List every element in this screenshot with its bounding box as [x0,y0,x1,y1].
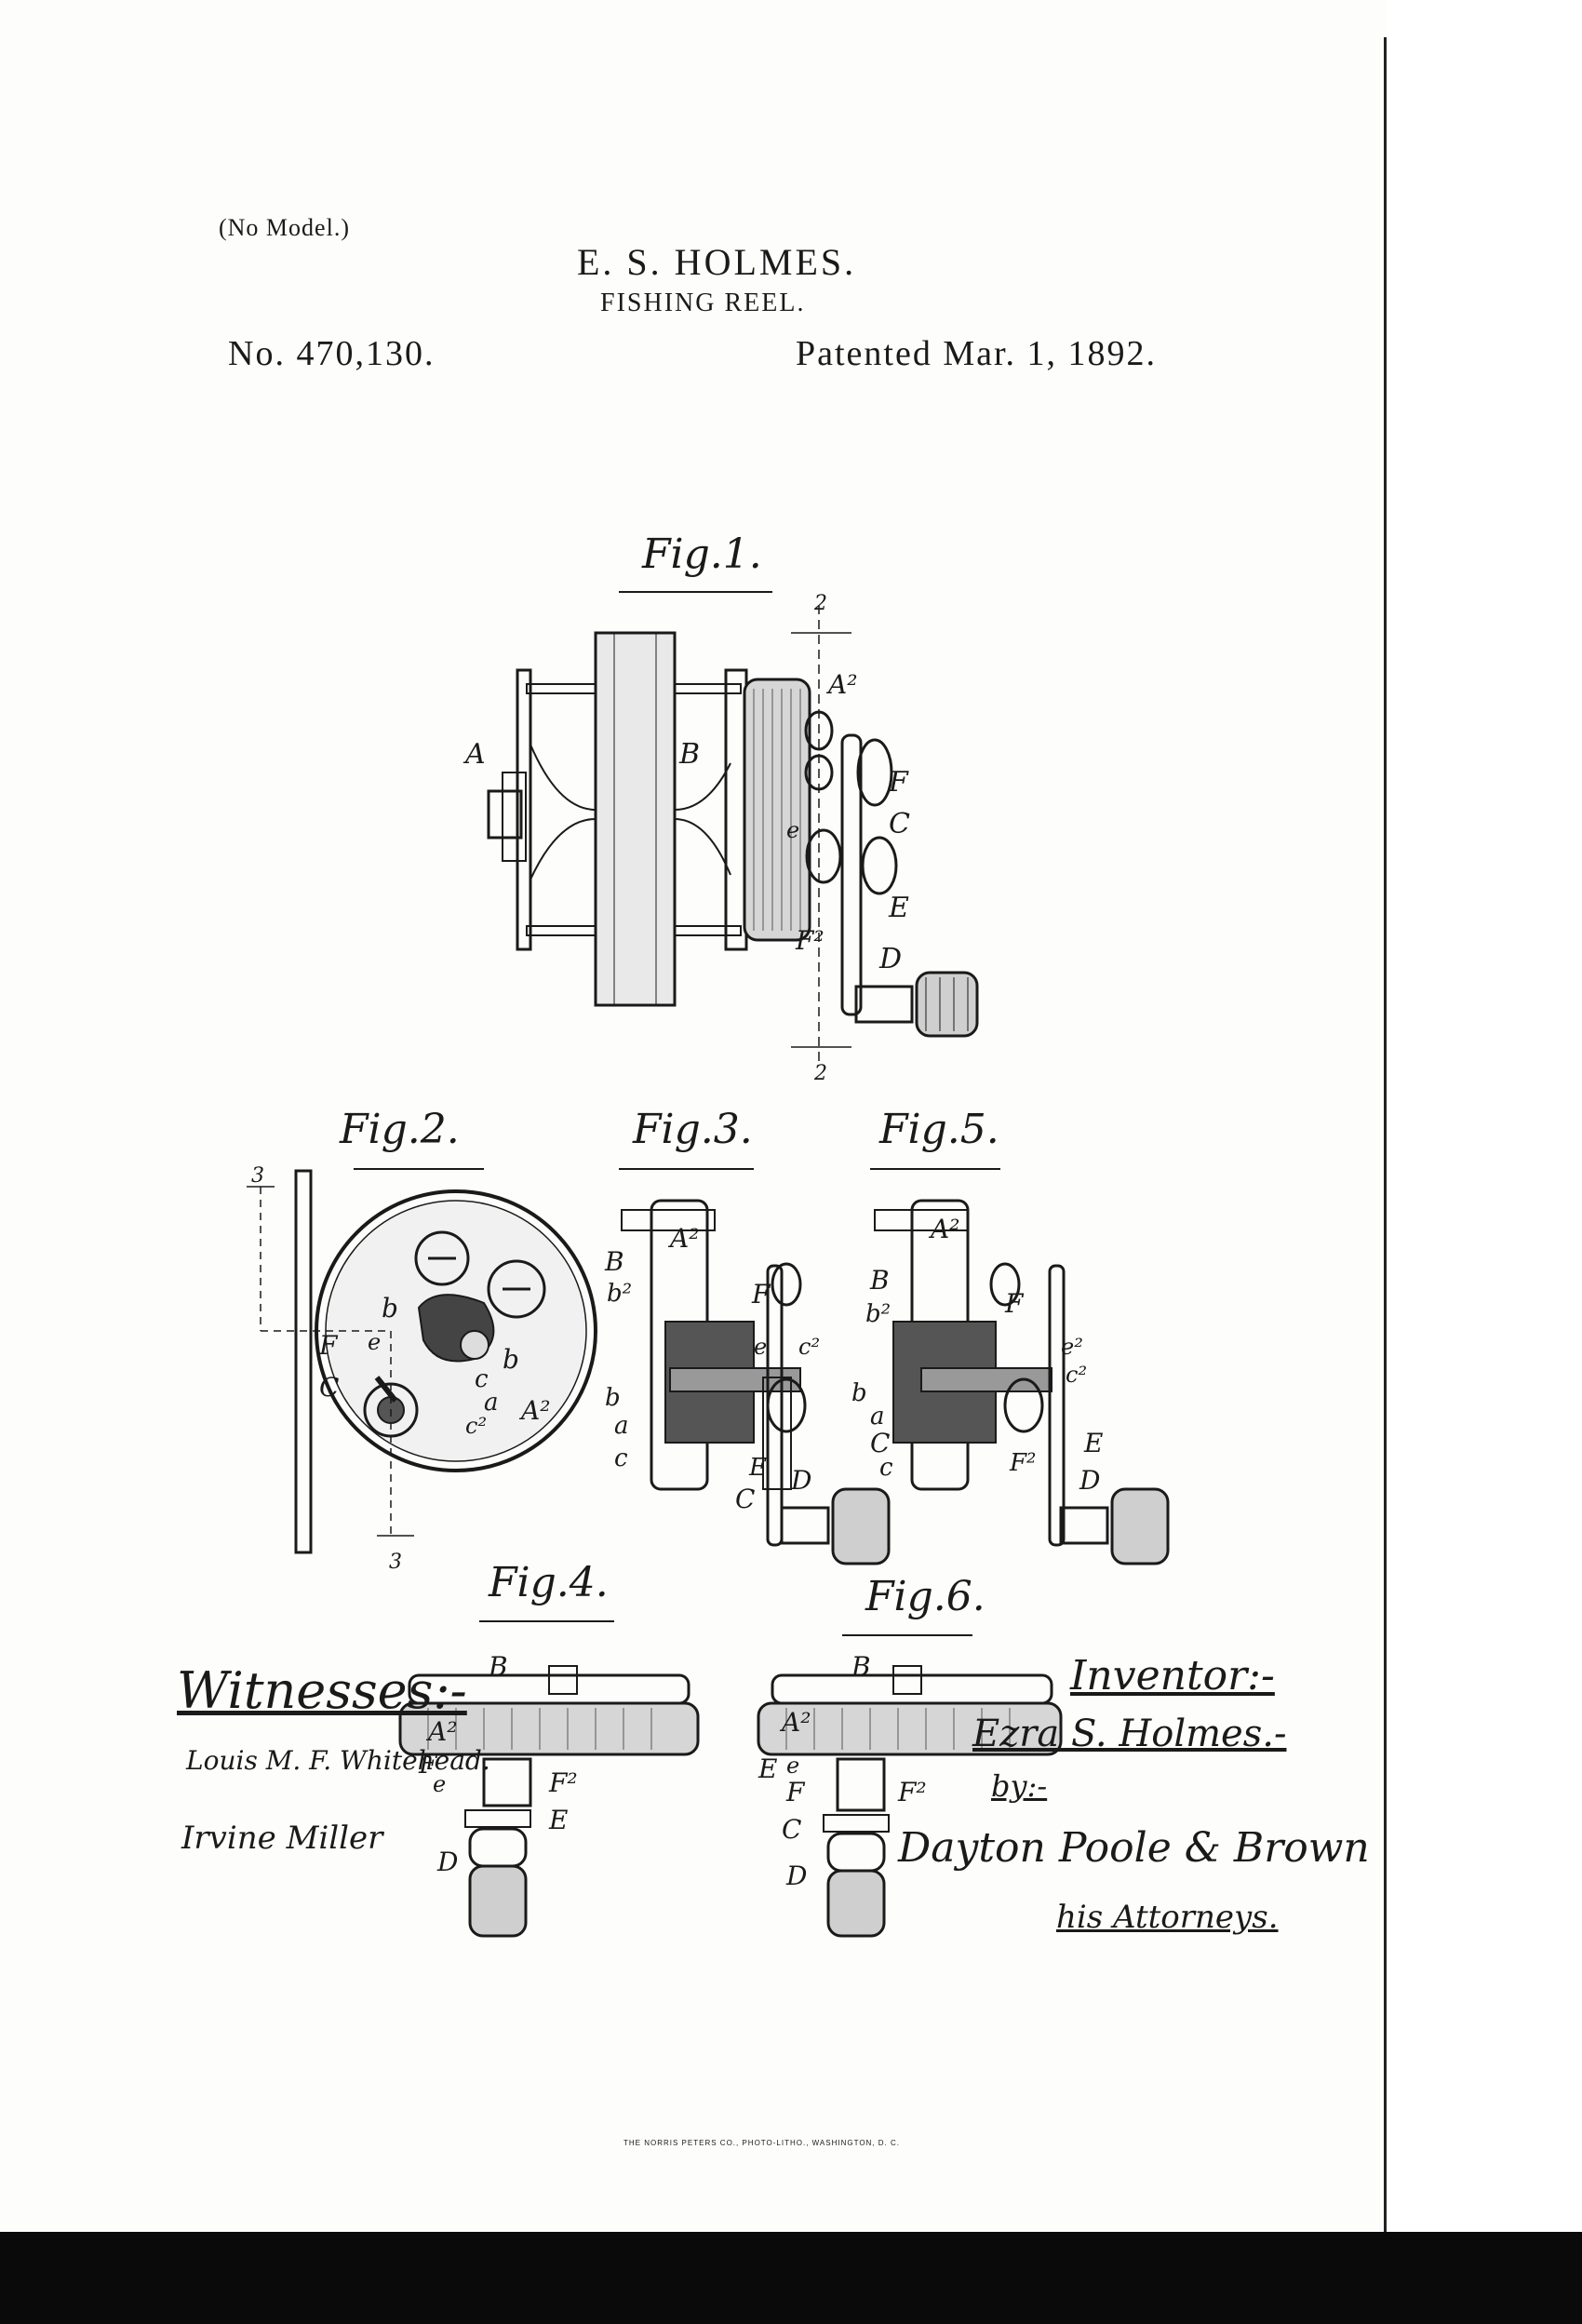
fig1-letter-e: e [786,817,799,843]
figure-6: Fig.6. B A² E e F F² C D [757,1573,1063,1938]
fig1-letter-E: E [888,892,909,924]
witnesses-label: Witnesses:- [177,1661,467,1720]
fig3-letter-a: a [614,1412,629,1440]
fig4-letter-D: D [436,1847,458,1877]
attorneys-label: his Attorneys. [1056,1899,1279,1936]
fig6-letter-A2: A² [779,1707,811,1738]
fig6-letter-C: C [782,1814,801,1845]
fig4-letter-F: F [418,1749,438,1780]
fig3-label: Fig.3. [632,1106,753,1153]
fig4-letter-E: E [548,1805,568,1835]
fig2-letter-C: C [319,1372,339,1403]
fig3-letter-c2: c² [798,1334,820,1360]
fig6-letter-B: B [851,1651,871,1682]
fig5-letter-a: a [870,1403,885,1431]
fig3-letter-b: b [605,1384,621,1412]
fig1-label: Fig.1. [641,531,762,578]
fig5-label: Fig.5. [878,1106,999,1153]
fig2-section-top: 3 [251,1164,264,1188]
fig1-letter-A2: A² [825,669,857,700]
fig5-letter-F: F [1004,1288,1025,1319]
fig6-letter-D: D [785,1861,807,1891]
fig5-letter-c: c [879,1454,893,1482]
fig5-letter-E: E [1083,1428,1103,1458]
fig3-letter-b2: b² [607,1280,632,1308]
fig3-letter-A2: A² [667,1223,699,1254]
attorneys-signature: Dayton Poole & Brown [898,1824,1370,1872]
fig3-letter-F: F [751,1279,771,1310]
fig5-letter-B: B [869,1265,890,1296]
fig3-letter-c: c [614,1444,628,1472]
fig5-letter-C: C [870,1428,890,1458]
fig5-letter-b: b [851,1379,867,1407]
fig6-letter-E: E [757,1753,777,1784]
scan-bottom-border [0,2232,1582,2324]
witness-2-signature: Irvine Miller [181,1820,383,1857]
fig5-letter-A2: A² [928,1214,959,1244]
inventor-signature: Ezra S. Holmes.- [972,1713,1287,1755]
fig6-letter-F2: F² [897,1777,927,1807]
fig1-letter-B: B [678,738,700,771]
fig1-section-top: 2 [813,592,827,615]
figure-5: Fig.5. A² B b² F e² c² b a C c E F² D [851,1106,1170,1565]
fig4-letter-A2: A² [425,1716,457,1747]
fig1-letter-F2: F² [795,925,825,956]
fig3-letter-C: C [735,1484,755,1514]
fig2-letter-c2: c² [465,1413,487,1439]
fig3-letter-E: E [748,1454,767,1482]
figure-4: Fig.4. B A² F e F² E D [398,1559,700,1938]
fig6-label: Fig.6. [865,1573,985,1620]
figure-1: Fig.1. [463,531,979,1085]
inventor-label: Inventor:- [1070,1652,1275,1699]
fig4-letter-e: e [433,1771,446,1797]
printer-credit: THE NORRIS PETERS CO., PHOTO-LITHO., WAS… [623,2139,900,2147]
figure-3: Fig.3. A² B b² F e c² b a c E C D [604,1106,891,1565]
fig6-letter-F: F [785,1777,806,1807]
fig1-letter-D: D [878,943,902,975]
by-label: by:- [991,1768,1048,1804]
fig4-label: Fig.4. [488,1559,609,1606]
fig2-letter-b2: b [503,1344,519,1375]
fig3-letter-e: e [754,1334,767,1360]
fig2-letter-F: F [318,1330,339,1361]
fig5-letter-e2: e² [1061,1334,1083,1360]
fig3-letter-D: D [790,1465,811,1496]
sheet-edge-line [1384,37,1387,2234]
fig5-letter-b2: b² [865,1300,891,1328]
inventor-heading: E. S. HOLMES. [577,241,857,283]
fig1-section-bottom: 2 [813,1062,827,1085]
fig2-letter-A2: A² [518,1395,550,1426]
patent-number: No. 470,130. [228,334,436,373]
fig3-letter-B: B [604,1246,624,1277]
right-margin [1387,0,1582,2232]
fig2-letter-e: e [368,1329,381,1355]
fig4-letter-F2: F² [548,1767,578,1798]
fig4-letter-B: B [488,1651,508,1682]
patent-title: FISHING REEL. [600,289,806,317]
fig2-letter-a: a [484,1389,499,1417]
fig2-letter-b: b [382,1293,398,1323]
fig2-section-bottom: 3 [389,1551,402,1574]
fig2-letter-c: c [475,1365,489,1393]
witness-1-signature: Louis M. F. Whitehead. [186,1745,490,1776]
fig1-letter-A: A [463,738,486,771]
patent-date: Patented Mar. 1, 1892. [796,334,1158,373]
no-model-note: (No Model.) [219,214,350,241]
fig2-label: Fig.2. [339,1106,460,1153]
fig5-letter-D: D [1079,1465,1100,1496]
fig5-letter-c2: c² [1066,1362,1087,1388]
fig1-letter-C: C [889,808,910,840]
fig1-letter-F: F [888,766,909,799]
fig5-letter-F2: F² [1009,1449,1036,1477]
fig6-letter-e: e [786,1753,799,1779]
figure-2: Fig.2. 3 3 b F C e b c a c² A² [247,1106,597,1574]
